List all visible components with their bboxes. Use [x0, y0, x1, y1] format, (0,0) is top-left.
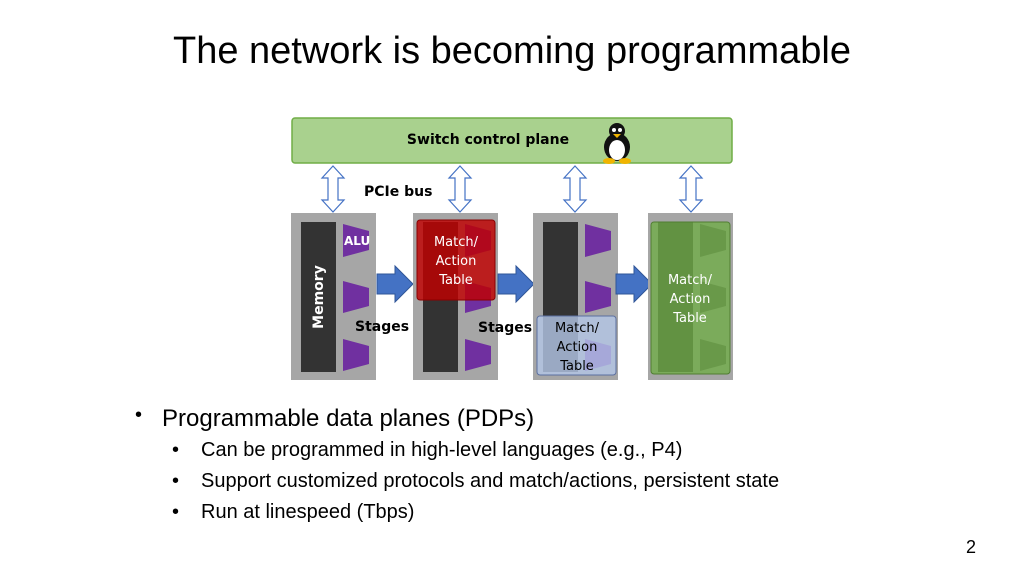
- pcie-arrow: [320, 165, 346, 213]
- bullet-sub: • Can be programmed in high-level langua…: [135, 439, 779, 462]
- memory-bar: [301, 222, 336, 372]
- bullet-list: • Programmable data planes (PDPs) • Can …: [135, 404, 779, 532]
- pcie-arrow: [678, 165, 704, 213]
- pcie-arrow: [447, 165, 473, 213]
- match-action-green-line: Match/: [668, 273, 713, 288]
- memory-label: Memory: [311, 265, 327, 329]
- stages-label: Stages: [355, 319, 409, 335]
- match-action-blue-line: Match/: [555, 321, 600, 336]
- alu-shape: [465, 339, 491, 371]
- bullet-dot: •: [172, 501, 180, 523]
- bullet-sub-text: Can be programmed in high-level language…: [201, 439, 683, 461]
- match-action-table-red: [416, 219, 496, 301]
- alu-shape: [343, 224, 369, 257]
- match-action-table-green: [650, 221, 731, 375]
- linux-penguin-icon: [603, 123, 631, 164]
- bullet-sub: • Run at linespeed (Tbps): [135, 501, 779, 524]
- alu-shape: [343, 281, 369, 313]
- alu-label: ALU: [344, 234, 370, 248]
- flow-arrow: [376, 264, 414, 304]
- bullet-main-text: Programmable data planes (PDPs): [162, 405, 535, 432]
- stages-label: Stages: [478, 320, 532, 336]
- match-action-table-blue: [536, 315, 617, 376]
- bullet-dot: •: [172, 470, 180, 492]
- alu-shape: [585, 224, 611, 257]
- match-action-blue-line: Table: [559, 359, 594, 374]
- slide-title: The network is becoming programmable: [173, 30, 851, 72]
- bullet-sub-text: Run at linespeed (Tbps): [201, 501, 415, 523]
- match-action-blue-line: Action: [557, 340, 598, 355]
- bullet-main: • Programmable data planes (PDPs): [135, 404, 779, 433]
- match-action-green-line: Table: [672, 311, 707, 326]
- pcie-arrow: [562, 165, 588, 213]
- bullet-sub: • Support customized protocols and match…: [135, 470, 779, 493]
- bullet-dot: •: [172, 439, 180, 461]
- pcie-bus-label: PCIe bus: [364, 184, 432, 200]
- bullet-sub-text: Support customized protocols and match/a…: [201, 470, 780, 492]
- flow-arrow: [615, 264, 653, 304]
- page-number: 2: [966, 537, 977, 557]
- match-action-red-line: Table: [438, 273, 473, 288]
- alu-shape: [585, 281, 611, 313]
- match-action-red-line: Match/: [434, 235, 479, 250]
- alu-shape: [343, 339, 369, 371]
- match-action-red-line: Action: [436, 254, 477, 269]
- control-plane-label: Switch control plane: [407, 132, 569, 148]
- flow-arrow: [497, 264, 535, 304]
- bullet-dot: •: [135, 404, 143, 426]
- match-action-green-line: Action: [670, 292, 711, 307]
